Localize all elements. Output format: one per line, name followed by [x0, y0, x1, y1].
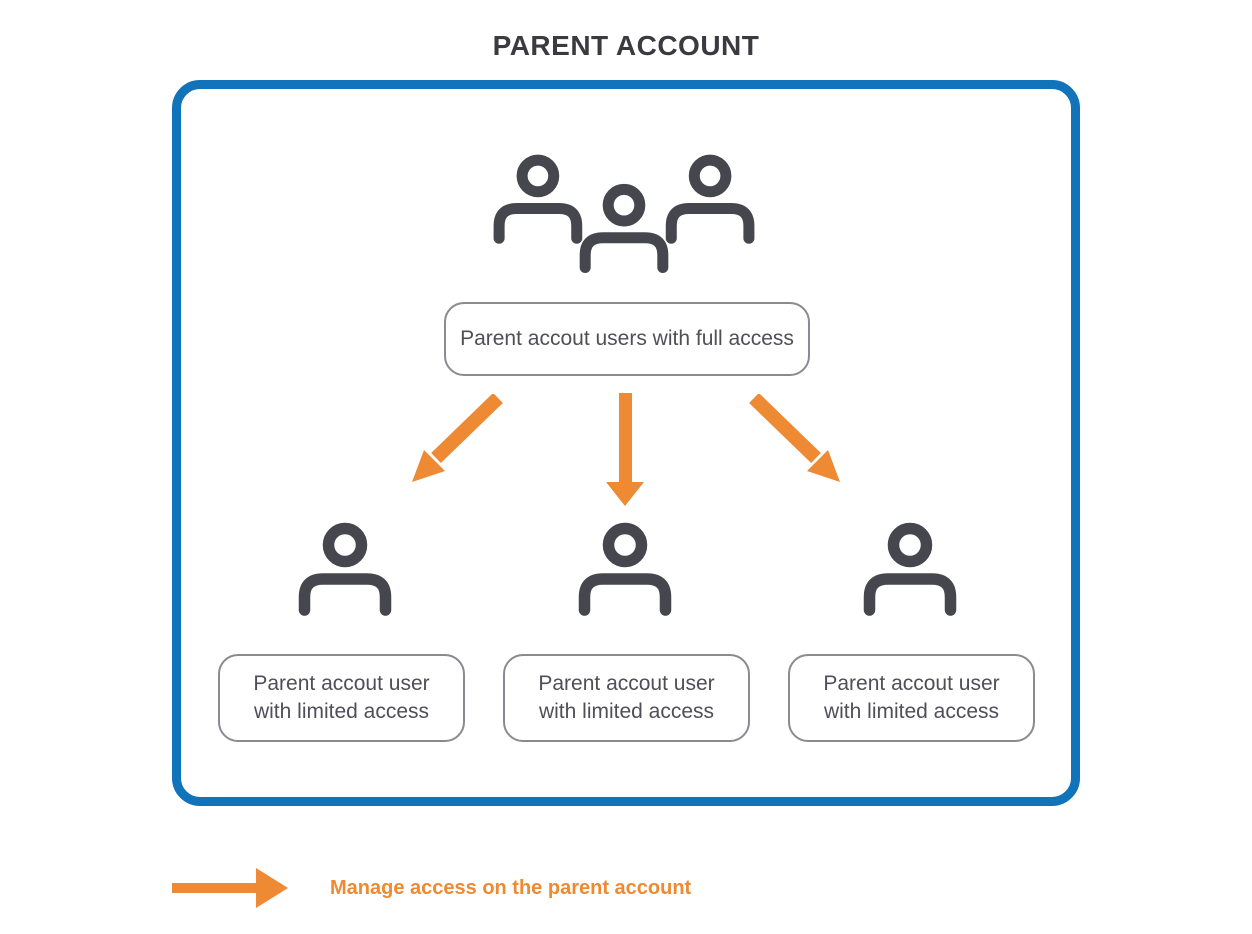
limited-access-label-line2: with limited access	[823, 700, 1000, 723]
limited-access-label-box: Parent accout user with limited access	[788, 654, 1035, 742]
limited-access-label-line1: Parent accout user	[253, 672, 430, 695]
group-users-icon	[490, 150, 758, 276]
limited-access-label-line1: Parent accout user	[538, 672, 715, 695]
diagram-title: PARENT ACCOUNT	[492, 30, 760, 61]
limited-access-label-line2: with limited access	[538, 700, 715, 723]
arrow-down-icon	[606, 393, 644, 506]
single-user-icon	[295, 518, 395, 618]
limited-access-label-box: Parent accout user with limited access	[503, 654, 750, 742]
arrow-down-right-icon	[749, 394, 840, 482]
legend-label: Manage access on the parent account	[330, 876, 692, 899]
limited-access-label-line1: Parent accout user	[823, 672, 1000, 695]
legend: Manage access on the parent account	[172, 866, 691, 910]
single-user-icon	[575, 518, 675, 618]
limited-access-label-box: Parent accout user with limited access	[218, 654, 465, 742]
single-user-icon	[860, 518, 960, 618]
full-access-label-box: Parent accout users with full access	[444, 302, 810, 376]
parent-account-border	[172, 80, 1080, 806]
full-access-label: Parent accout users with full access	[460, 327, 794, 350]
arrow-right-icon	[172, 868, 288, 908]
limited-access-label-line2: with limited access	[253, 700, 430, 723]
arrow-down-left-icon	[412, 394, 503, 482]
